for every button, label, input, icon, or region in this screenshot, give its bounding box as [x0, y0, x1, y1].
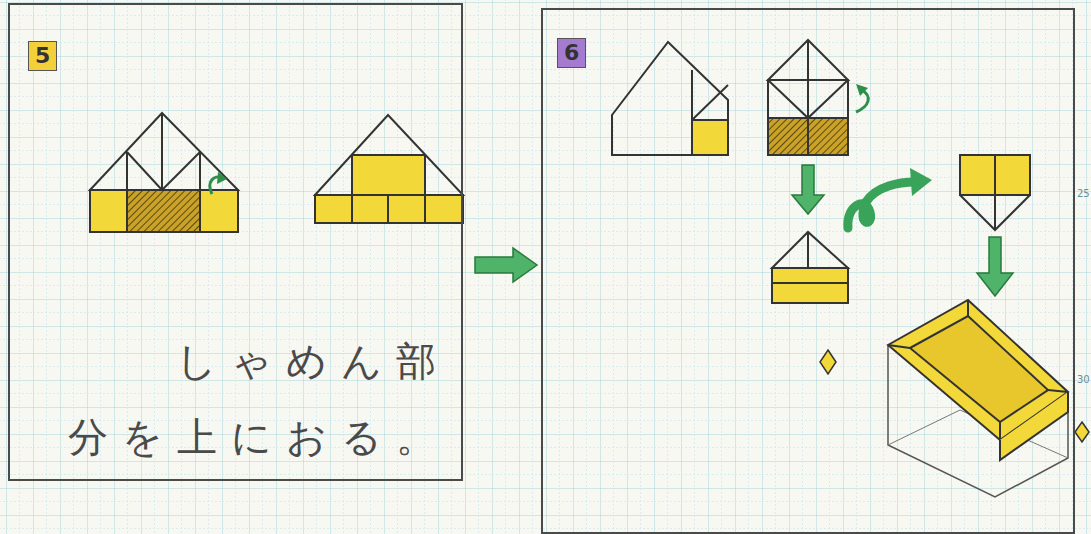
sparkle [820, 350, 836, 374]
ruler-number: 25 [1077, 188, 1090, 199]
fold-figure [315, 115, 463, 223]
fold-figure [960, 155, 1030, 230]
flip-arrow [848, 182, 915, 228]
step-arrow [792, 165, 824, 214]
ruler-number: 30 [1077, 374, 1090, 385]
fold-figure [768, 40, 848, 155]
instruction-text: しゃめん部 分を上におる。 [30, 323, 450, 475]
fold-figure [772, 232, 848, 303]
step-arrow [977, 237, 1013, 296]
step-panel: 5 しゃめん部 分を上におる。 [8, 3, 463, 481]
flip-arrow-head [910, 168, 932, 196]
step-number: 6 [557, 38, 586, 68]
box-figure [888, 300, 1068, 497]
fold-figure [612, 42, 728, 155]
step-number: 5 [28, 41, 57, 71]
step-panel: 6 [541, 8, 1075, 534]
sparkle [1075, 422, 1089, 442]
turn-arrow-head [217, 172, 227, 184]
turn-arrow-head [856, 84, 868, 96]
step-arrow [475, 248, 537, 282]
fold-figure [90, 113, 238, 232]
